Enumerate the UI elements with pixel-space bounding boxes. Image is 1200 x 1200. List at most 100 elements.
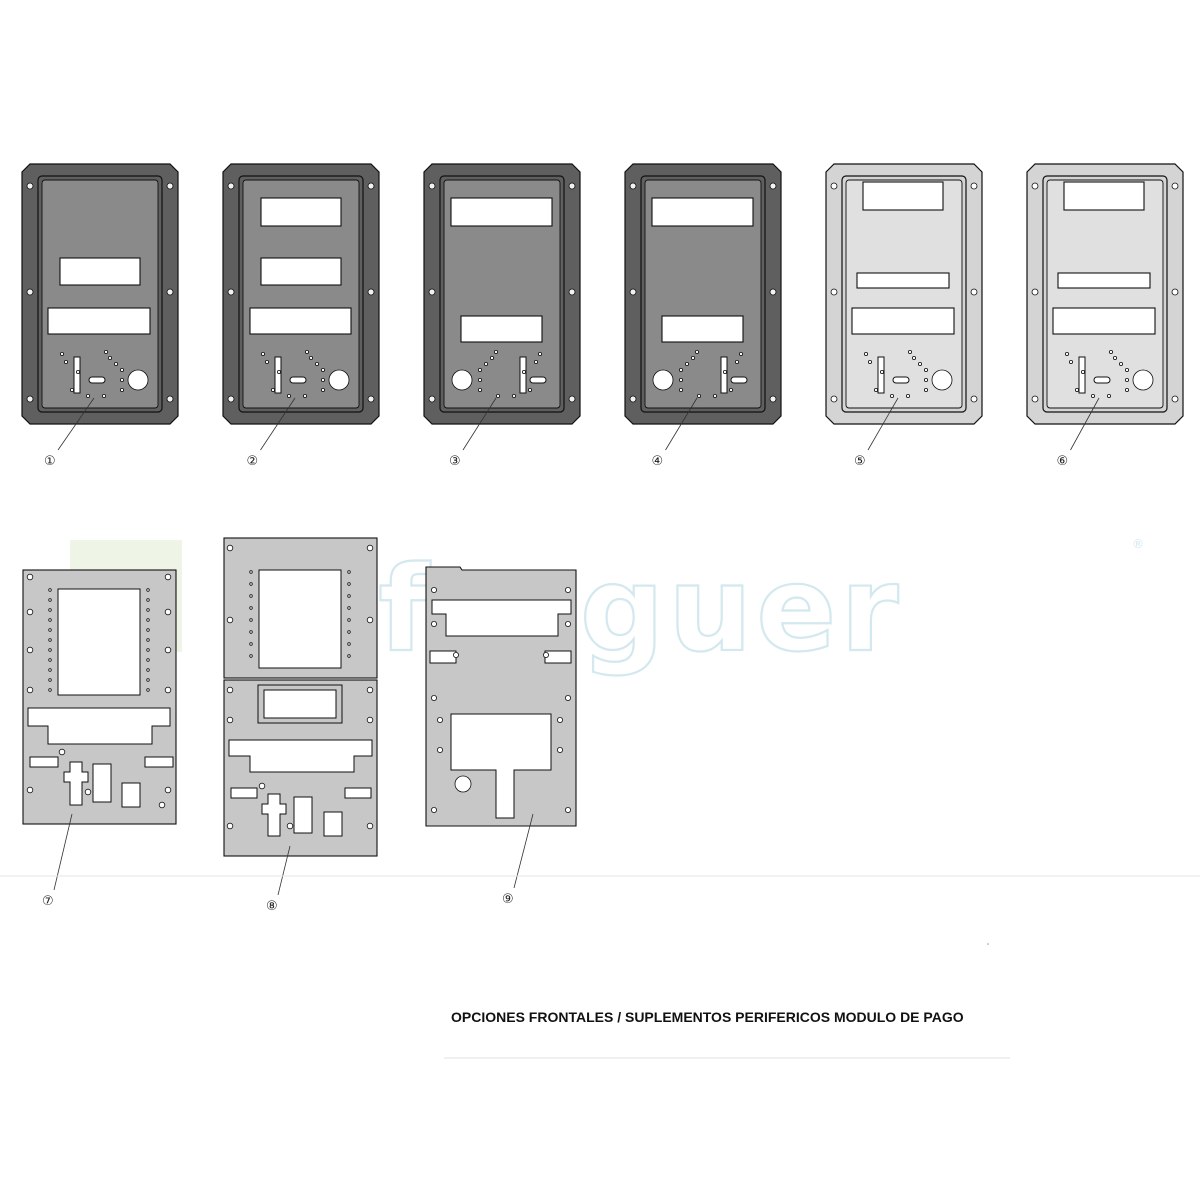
front-panel-6: ⑥ xyxy=(1026,163,1184,469)
hole xyxy=(924,367,929,372)
hole xyxy=(723,369,728,374)
hole xyxy=(565,621,572,628)
hole xyxy=(166,288,174,296)
panel-face xyxy=(41,179,159,409)
coin-slot xyxy=(1078,356,1086,394)
item-marker: ⑧ xyxy=(266,899,278,914)
hole xyxy=(26,608,34,616)
panel-cutout xyxy=(856,272,950,289)
item-marker: ③ xyxy=(449,454,461,469)
hole xyxy=(1031,288,1039,296)
hole xyxy=(48,608,52,612)
hole xyxy=(864,351,869,356)
hole xyxy=(1109,349,1114,354)
panel-cutout xyxy=(260,197,342,227)
hole xyxy=(26,288,34,296)
hole xyxy=(48,638,52,642)
hole xyxy=(249,642,253,646)
hole xyxy=(249,582,253,586)
item-marker: ⑨ xyxy=(502,892,514,907)
hole xyxy=(880,369,885,374)
item-marker: ② xyxy=(247,454,259,469)
hole xyxy=(830,182,838,190)
hole xyxy=(1125,377,1130,382)
hole xyxy=(430,807,437,814)
item-marker: ⑤ xyxy=(854,454,866,469)
hole xyxy=(48,658,52,662)
panel-cutout xyxy=(862,181,944,211)
hole xyxy=(276,369,281,374)
coin-slot xyxy=(519,356,527,394)
hole xyxy=(260,351,265,356)
hole xyxy=(102,393,107,398)
leader-line xyxy=(277,845,291,896)
token-slot xyxy=(529,376,547,384)
hole xyxy=(314,361,319,366)
reader-cutout xyxy=(228,739,373,773)
hole xyxy=(1119,361,1124,366)
panel-cutout xyxy=(59,257,141,286)
hole xyxy=(565,587,572,594)
hole xyxy=(164,786,172,794)
reader-cutout xyxy=(431,599,572,637)
hole xyxy=(164,646,172,654)
hole xyxy=(226,686,234,694)
coin-slot xyxy=(720,356,728,394)
hole xyxy=(629,182,637,190)
hole xyxy=(830,395,838,403)
hole xyxy=(454,775,472,793)
coin-slot xyxy=(877,356,885,394)
hole xyxy=(146,588,150,592)
hole xyxy=(347,618,351,622)
hole xyxy=(146,638,150,642)
hole xyxy=(769,288,777,296)
hole xyxy=(906,393,911,398)
diagram-caption: OPCIONES FRONTALES / SUPLEMENTOS PERIFER… xyxy=(451,1009,964,1025)
hole xyxy=(367,182,375,190)
hole xyxy=(347,642,351,646)
hole xyxy=(146,648,150,652)
hole xyxy=(249,618,253,622)
validator-cutout xyxy=(92,763,112,803)
hole xyxy=(557,747,564,754)
hole xyxy=(226,716,234,724)
hole xyxy=(48,588,52,592)
hole xyxy=(970,182,978,190)
coin-mech-cutout xyxy=(261,793,287,837)
hole xyxy=(70,387,75,392)
panel-cutout xyxy=(1063,181,1145,211)
hole xyxy=(366,822,374,830)
hole xyxy=(347,606,351,610)
hole xyxy=(120,367,125,372)
hole xyxy=(304,349,309,354)
hole xyxy=(48,678,52,682)
hole xyxy=(286,393,291,398)
panel-face xyxy=(845,179,963,409)
front-panel-1: ① xyxy=(21,163,179,469)
hole xyxy=(868,359,873,364)
hole xyxy=(477,367,482,372)
hole xyxy=(270,387,275,392)
hole xyxy=(26,395,34,403)
small-dot-mark xyxy=(987,943,989,945)
coin-slot xyxy=(274,356,282,394)
coin-mech-cutout xyxy=(63,761,89,806)
hole xyxy=(428,288,436,296)
hole xyxy=(26,573,34,581)
front-panel-3: ③ xyxy=(423,163,581,469)
hole xyxy=(249,654,253,658)
display-cutout xyxy=(57,588,141,696)
hole xyxy=(60,351,65,356)
hole xyxy=(76,369,81,374)
hole xyxy=(347,594,351,598)
hole xyxy=(436,717,443,724)
panel-cutout xyxy=(1057,272,1151,289)
hole xyxy=(483,361,488,366)
hole xyxy=(1125,387,1130,392)
hole xyxy=(226,822,234,830)
hole xyxy=(1081,369,1086,374)
panel-cutout xyxy=(851,307,955,335)
panel-cutout xyxy=(450,197,553,227)
hole xyxy=(58,748,66,756)
